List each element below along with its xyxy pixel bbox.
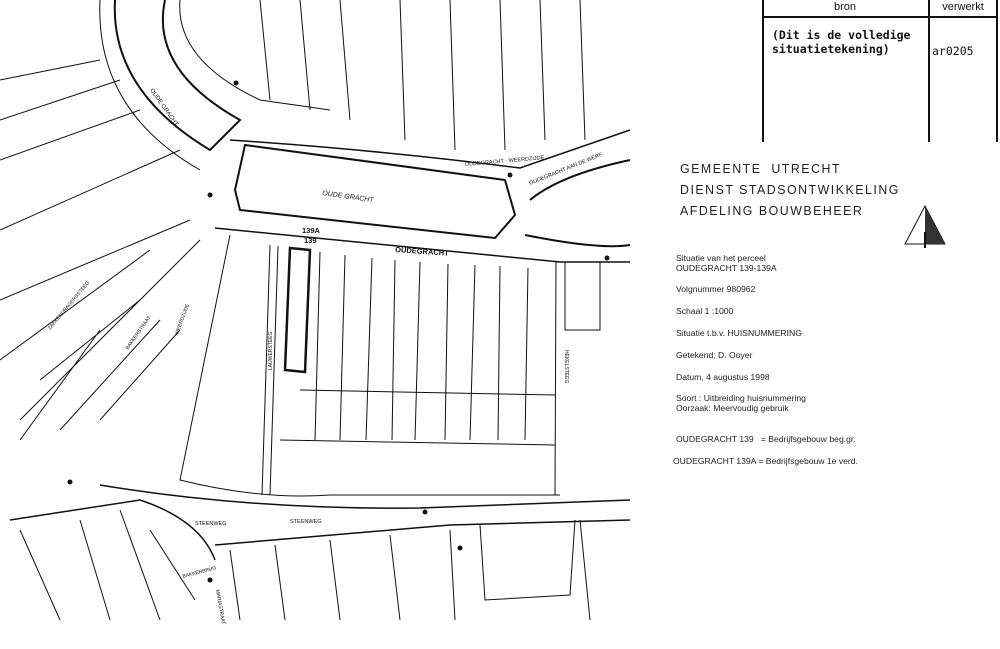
org-line-2: DIENST STADSONTWIKKELING [680,182,900,197]
situatie-label: Situatie van het perceel [676,253,766,263]
label-139a: 139A [302,226,321,235]
label-zakkendragerssteeg: ZAKKENDRAGERSSTEEG [47,280,91,331]
verwerkt-value: ar0205 [932,44,974,58]
bron-line-2: situatietekening) [772,42,890,56]
north-arrow-icon [904,204,946,248]
oorzaak: Oorzaak: Meervoudig gebruik [676,403,789,413]
label-oudegracht-street: OUDEGRACHT [395,245,450,258]
datum: Datum, 4 augustus 1998 [676,372,770,382]
getekend: Getekend: D. Ooyer [676,350,753,360]
schaal: Schaal 1 :1000 [676,306,734,316]
label-weerdzijde-left: WEERDZIJDE [174,302,191,335]
org-line-3: AFDELING BOUWBEHEER [680,203,864,218]
label-mariastraat: MARIASTRAAT [214,589,226,625]
situatie: Situatie van het perceel OUDEGRACHT 139-… [676,253,777,273]
address-1: OUDEGRACHT 139 = Bedrijfsgebouw beg.gr. [676,434,856,444]
volgnummer: Volgnummer 980962 [676,284,756,294]
label-oude-gracht: OUDE GRACHT [148,88,179,128]
oude-gracht-canal-outer [113,0,242,152]
label-steenweg-2: STEENWEG [290,519,321,525]
header-verwerkt: verwerkt [942,1,984,13]
doel: Situatie t.b.v. HUISNUMMERING [676,328,802,338]
bron-line-1: (Dit is de volledige [772,28,911,42]
address-2: OUDEGRACHT 139A = Bedrijfsgebouw 1e verd… [673,456,858,466]
label-hekelsteeg: HEKELSTEEG [563,350,569,383]
label-139: 139 [304,236,317,245]
cadastral-map: OUDE GRACHT OUDE GRACHT OUDEGRACHT OUDEG… [0,0,631,625]
label-bakkerbrug: BAKKERBRUG [182,565,217,580]
org-line-1: GEMEENTE UTRECHT [680,161,842,176]
soort: Soort : Uitbreiding huisnummering [676,393,806,403]
label-lauwersteeg: LAUWERSTEEG [268,332,274,370]
organization-block: GEMEENTE UTRECHT DIENST STADSONTWIKKELIN… [680,158,900,221]
label-oude-gracht-canal: OUDE GRACHT [322,190,375,204]
situatie-address: OUDEGRACHT 139-139A [676,263,777,273]
soort-oorzaak: Soort : Uitbreiding huisnummering Oorzaa… [676,393,806,413]
header-bron: bron [833,1,857,13]
oudegracht-canal [233,143,517,240]
label-steenweg-1: STEENWEG [195,521,226,527]
source-table: bron verwerkt (Dit is de volledige situa… [762,0,998,142]
